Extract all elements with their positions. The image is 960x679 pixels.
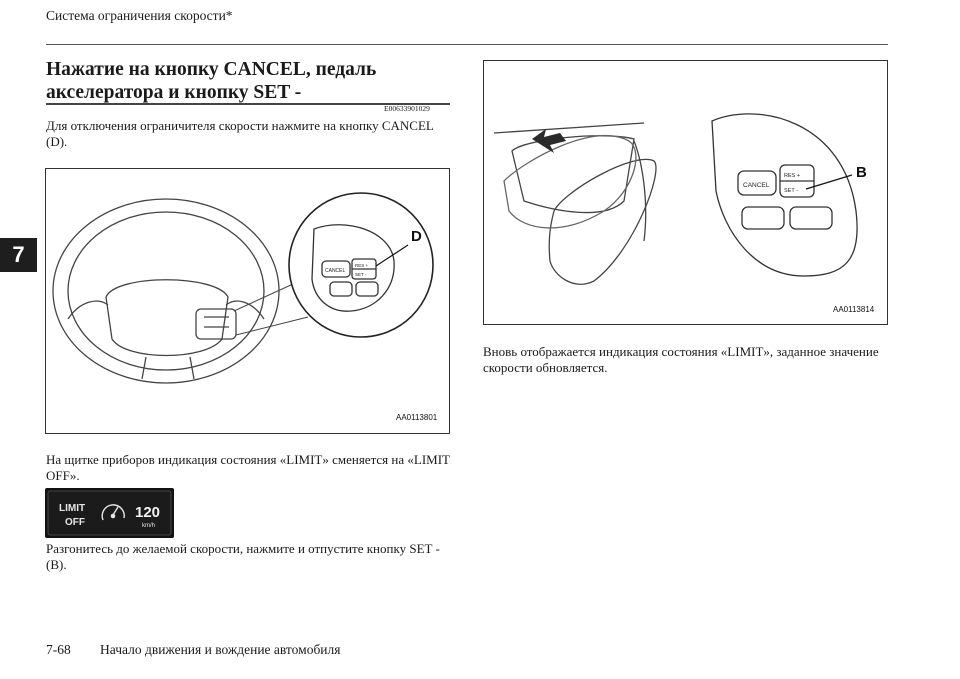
paragraph-limit-off: На щитке приборов индикация состояния «L…	[46, 452, 450, 483]
fig2-set-label: SET -	[784, 188, 798, 194]
accelerator-set-illustration: CANCEL RES + SET - B AA0113814	[483, 60, 888, 325]
fig1-set-label: SET -	[355, 272, 367, 277]
wheel-rim-outer	[52, 198, 280, 384]
fig2-res-label: RES +	[784, 173, 800, 179]
pedal-arm	[633, 140, 647, 242]
floor-line	[493, 122, 645, 134]
wheel-spoke-bottom	[141, 356, 195, 380]
zoom-leader-bottom	[235, 316, 309, 336]
speed-limiter-button	[741, 206, 785, 230]
chapter-tab: 7	[0, 238, 37, 272]
display-speed-value: 120	[135, 504, 160, 521]
header-rule	[46, 44, 888, 45]
wheel-spoke-right	[225, 300, 265, 320]
display-speed-unit: km/h	[142, 523, 155, 529]
fig2-cancel-label: CANCEL	[743, 182, 770, 189]
wheel-hub	[105, 279, 229, 357]
reference-code: E00633901029	[384, 104, 430, 113]
fig1-cancel-label: CANCEL	[325, 268, 346, 274]
wheel-spoke-left	[67, 300, 109, 320]
section-heading: Нажатие на кнопку CANCEL, педаль акселер…	[46, 59, 377, 103]
steering-wheel-illustration: CANCEL RES + SET - D AA0113801	[45, 168, 450, 434]
accelerator-pedal	[548, 158, 657, 285]
running-header: Система ограничения скорости*	[46, 8, 233, 23]
limit-off-display: LIMIT OFF 120 km/h	[45, 488, 174, 538]
fig1-res-label: RES +	[355, 263, 369, 268]
paragraph-limit-restored: Вновь отображается индикация состояния «…	[483, 344, 879, 375]
figure-1-code: AA0113801	[396, 413, 438, 422]
shoe-outline	[503, 135, 637, 229]
switch-housing	[711, 113, 858, 277]
page-number: 7-68	[46, 642, 71, 657]
heading-rule	[46, 103, 450, 105]
footer-chapter-title: Начало движения и вождение автомобиля	[100, 642, 341, 657]
zoom-circle	[288, 192, 434, 338]
wheel-switch-panel	[195, 308, 237, 340]
cancel-button	[737, 170, 777, 196]
zoom-cancel-button	[321, 260, 351, 278]
zoom-speed-button-right	[355, 281, 379, 297]
paragraph-cancel-instruction: Для отключения ограничителя скорости наж…	[46, 118, 434, 149]
steering-wheel-drawing: CANCEL RES + SET - D AA0113801	[52, 192, 438, 422]
speed-limiter-icon	[101, 504, 125, 521]
display-off-text: OFF	[65, 517, 85, 528]
zoom-speed-button-left	[329, 281, 353, 297]
display-limit-text: LIMIT	[59, 503, 85, 514]
zoom-switch-housing	[311, 224, 395, 312]
callout-d-label: D	[411, 228, 422, 245]
callout-b-label: B	[856, 164, 867, 181]
wheel-rim-inner	[67, 211, 265, 371]
press-arrow	[532, 129, 566, 153]
figure-2-code: AA0113814	[833, 305, 875, 314]
callout-b-line	[805, 174, 853, 190]
cruise-button	[789, 206, 833, 230]
callout-d-line	[375, 244, 409, 267]
paragraph-set-instruction: Разгонитесь до желаемой скорости, нажмит…	[46, 541, 440, 572]
pedal-switch-drawing: CANCEL RES + SET - B AA0113814	[493, 113, 875, 314]
